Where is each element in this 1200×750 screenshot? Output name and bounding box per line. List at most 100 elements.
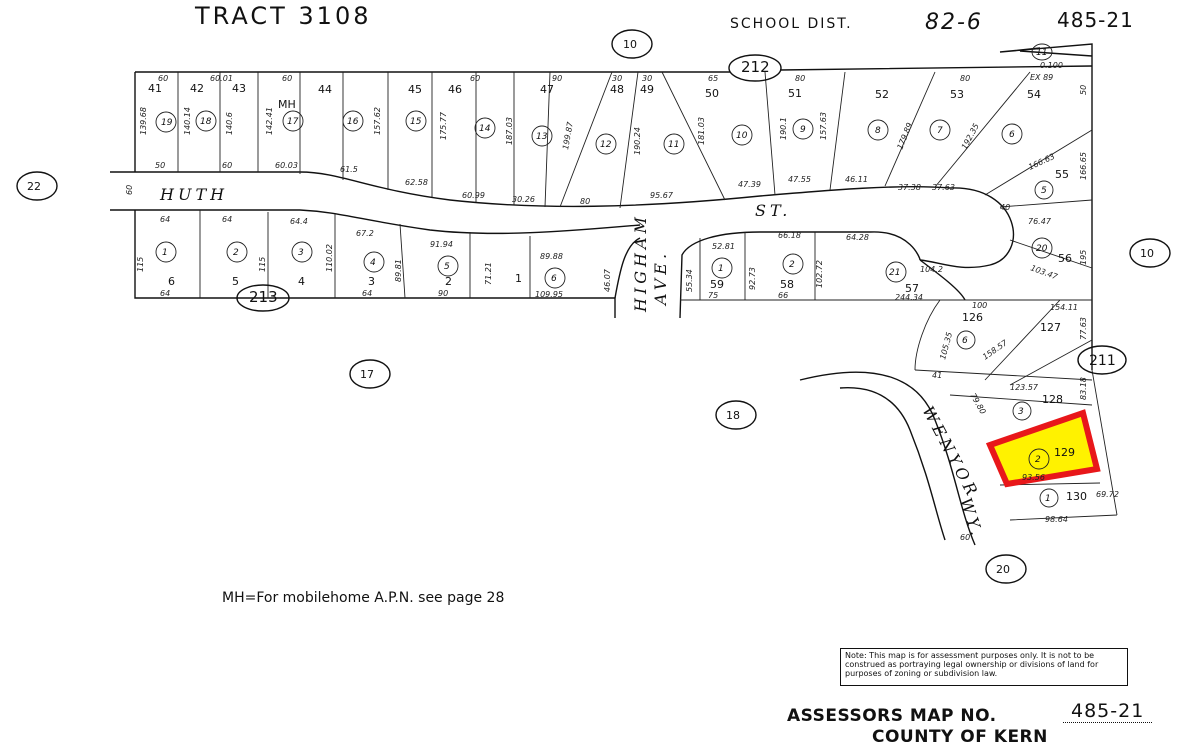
circle-label: 1: [1045, 494, 1051, 504]
lot-129: 129: [1054, 446, 1075, 459]
lot-4: 4: [298, 275, 305, 288]
side-dim: 89.81: [394, 259, 403, 282]
bottom-dim: 60: [222, 161, 232, 170]
circle-label: 4: [370, 258, 376, 268]
lot-6: 6: [168, 275, 175, 288]
top-dim: 64.4: [290, 217, 308, 226]
top-dim: 60.01: [210, 74, 233, 83]
lot-43: 43: [232, 82, 246, 95]
street-ave: AVE.: [651, 250, 670, 307]
book-ref-10-top: 10: [611, 29, 653, 59]
circle-label: 7: [937, 126, 943, 136]
circle-label: 6: [1009, 130, 1015, 140]
lot-5: 5: [232, 275, 239, 288]
bottom-dim: 30.26: [512, 195, 535, 204]
circle-label: 17: [287, 117, 299, 127]
circle-label: 21: [889, 268, 900, 278]
bottom-dim: 50: [155, 161, 165, 170]
side-dim: 139.68: [139, 107, 148, 135]
top-dim: 91.94: [430, 240, 453, 249]
circle-label: 12: [600, 140, 612, 150]
circle-label: 10: [736, 131, 748, 141]
street-huth: HUTH: [159, 185, 228, 204]
book-ref-label: 10: [623, 38, 637, 51]
circle-label: 18: [200, 117, 212, 127]
book-ref-10-right: 10: [1129, 238, 1171, 268]
top-dim: 80: [795, 74, 805, 83]
lot-45: 45: [408, 83, 422, 96]
side-dim: 115: [136, 257, 145, 272]
book-ref-label: 213: [249, 288, 278, 306]
circle-label: 13: [536, 132, 548, 142]
wenyor-dim: 41: [932, 371, 942, 380]
highlighted-parcel[interactable]: [985, 409, 1101, 488]
lot-126: 126: [962, 311, 983, 324]
book-ref-label: 18: [726, 409, 740, 422]
side-dim: 110.02: [325, 244, 334, 272]
bottom-dim: 64: [362, 289, 372, 298]
side-dim: 157.63: [819, 112, 828, 140]
book-ref-213: 213: [236, 284, 290, 312]
lot-54: 54: [1027, 88, 1041, 101]
top-dim: EX 89: [1030, 73, 1053, 82]
side-dim: 76.47: [1028, 217, 1052, 226]
book-ref-22: 22: [16, 171, 58, 201]
lot-59: 59: [710, 278, 724, 291]
side-dim: 50: [1079, 85, 1088, 95]
lot-56: 56: [1058, 252, 1072, 265]
top-dim: 30: [642, 74, 652, 83]
book-ref-20: 20: [985, 554, 1027, 584]
side-dim: 190.24: [633, 127, 642, 155]
top-dim: 60: [282, 74, 292, 83]
side-dim: 179.89: [896, 121, 915, 150]
circle-shape: [1031, 237, 1053, 259]
wenyor-dim: 123.57: [1010, 383, 1039, 392]
mh-label: MH: [278, 98, 296, 111]
top-dim: 65: [708, 74, 718, 83]
wenyor-dim: 79.80: [968, 392, 987, 416]
street-wenyor: WENYOR: [918, 403, 983, 502]
lot-127: 127: [1040, 321, 1061, 334]
lot-47: 47: [540, 83, 554, 96]
top-dim: 89.88: [540, 252, 563, 261]
book-ref-label: 22: [27, 180, 41, 193]
wenyor-dim: 154.11: [1050, 303, 1078, 312]
circle-label: 9: [800, 125, 806, 135]
circle-label: 20: [1036, 244, 1048, 254]
bottom-dim: 109.95: [535, 290, 563, 299]
bottom-dim: 80: [580, 197, 590, 206]
bottom-dim: 46.11: [845, 175, 868, 184]
circle-label: 8: [875, 126, 881, 136]
wenyor-dim: 77.63: [1079, 317, 1088, 340]
book-ref-label: 20: [996, 563, 1010, 576]
side-dim: 55.34: [685, 269, 694, 292]
lot-55: 55: [1055, 168, 1069, 181]
assessor-map-number: 485-21: [1063, 700, 1153, 723]
bottom-dim: 95.67: [650, 191, 674, 200]
side-dim: 102.72: [815, 260, 824, 288]
bottom-dim: 61.5: [340, 165, 358, 174]
side-dim: 166.63: [1027, 152, 1056, 172]
wenyor-dim: 105.35: [938, 331, 954, 360]
circle-label: 1: [162, 248, 168, 258]
circle-label: 11: [668, 140, 679, 150]
map-code: 485-21: [1057, 8, 1134, 32]
bottom-dim: 64: [160, 289, 170, 298]
mobilehome-note: MH=For mobilehome A.P.N. see page 28: [222, 590, 505, 606]
wenyor-dim: 83.18: [1079, 377, 1088, 400]
book-ref-label: 17: [360, 368, 374, 381]
county-label: COUNTY OF KERN: [872, 727, 1048, 747]
wenyor-dim: 93.56: [1022, 473, 1045, 482]
wenyor-dim: 98.64: [1045, 515, 1068, 524]
lot-46: 46: [448, 83, 462, 96]
wenyor-dim: 100: [972, 301, 987, 310]
top-dim: 52.81: [712, 242, 735, 251]
lot-128: 128: [1042, 393, 1063, 406]
book-ref-label: 212: [741, 58, 770, 76]
circle-label: 2: [789, 260, 795, 270]
circle-label: 5: [1041, 186, 1047, 196]
top-dim: 67.2: [356, 229, 374, 238]
side-dim: 103.47: [1029, 263, 1059, 281]
circle-shape: [1012, 401, 1032, 421]
top-dim: 64: [222, 215, 232, 224]
